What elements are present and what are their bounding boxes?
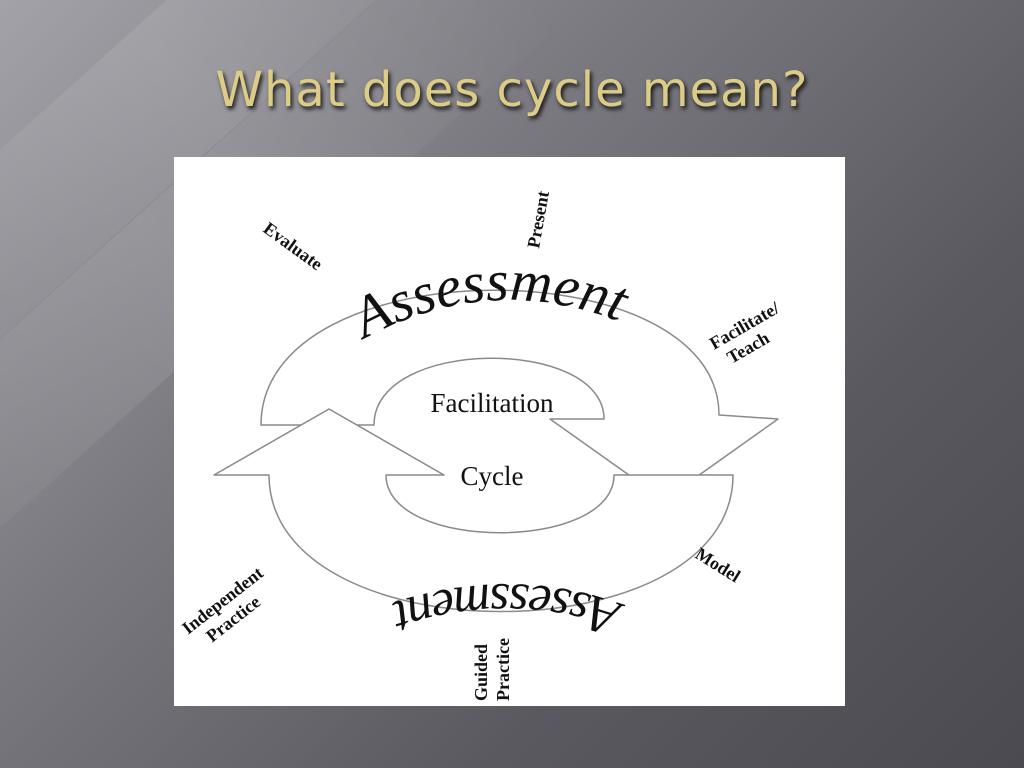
label-present: Present bbox=[523, 189, 553, 249]
upper-cycle-arrow bbox=[260, 289, 779, 501]
label-facilitate: Facilitate/ Teach bbox=[706, 295, 797, 371]
center-label-facilitation: Facilitation bbox=[431, 388, 554, 418]
label-model: Model bbox=[692, 543, 744, 586]
label-independent-practice: Independent Practice bbox=[178, 560, 283, 655]
center-label-cycle: Cycle bbox=[461, 461, 524, 491]
label-guided-practice: Guided Practice bbox=[471, 638, 513, 701]
slide-title: What does cycle mean? bbox=[215, 62, 809, 118]
diagram-panel: Assessment Assessment Facilitation Cycle… bbox=[174, 157, 845, 706]
cycle-diagram: Assessment Assessment Facilitation Cycle… bbox=[178, 189, 797, 701]
label-evaluate: Evaluate bbox=[260, 218, 327, 274]
arc-word-bottom: Assessment bbox=[385, 572, 629, 648]
lower-cycle-arrow bbox=[213, 408, 734, 613]
